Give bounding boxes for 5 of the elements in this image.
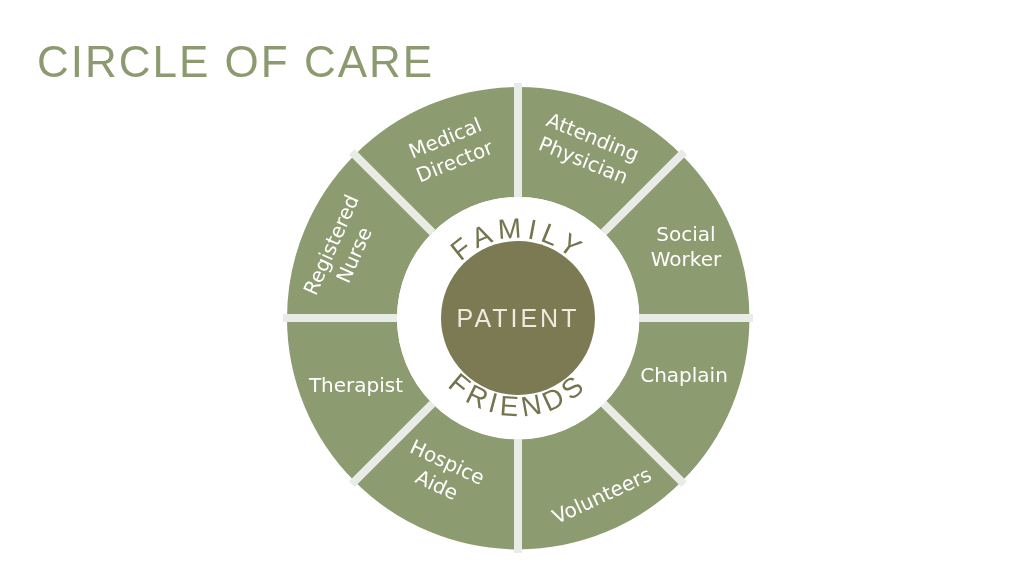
role-label: Therapist: [308, 372, 404, 398]
diagram-title: CIRCLE OF CARE: [37, 38, 435, 87]
role-label: Social Worker: [650, 222, 722, 272]
role-label: Chaplain: [640, 362, 728, 388]
center-label: PATIENT: [456, 303, 580, 333]
